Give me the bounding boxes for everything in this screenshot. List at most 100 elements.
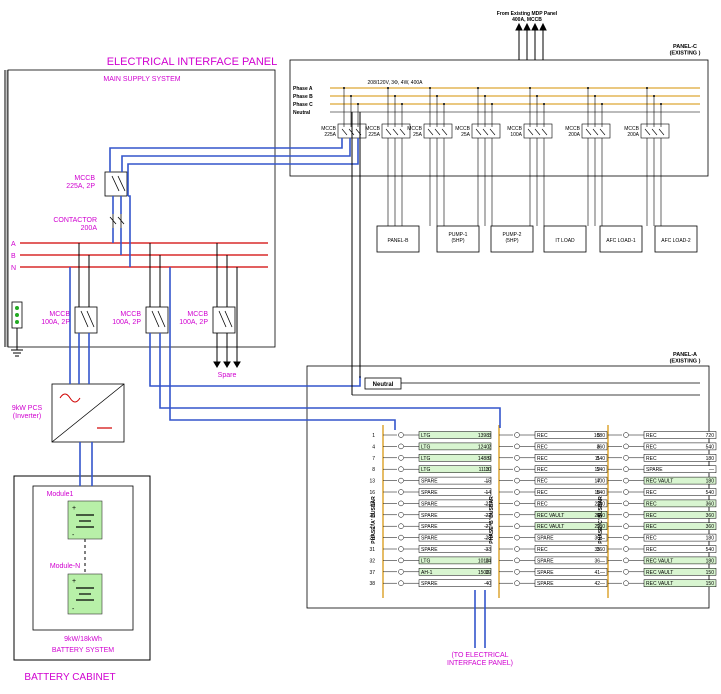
neutral-label: Neutral [293,110,311,116]
circuit-name: AH-1 [421,570,433,576]
panel-c-load-3: PUMP-2(5HP) [477,138,534,253]
circuit-number: 25 [369,524,375,530]
circuit-name: LTG [421,467,430,473]
circuit-number: 24 [594,513,600,519]
panel-a-circuit: 8 LTG 1113 [372,465,492,473]
circuit-value: — [484,479,489,485]
circuit-number: 21 [485,501,491,507]
circuit-name: REC VAULT [537,524,564,530]
panel-c-load-label: AFC LOAD-2 [661,238,691,244]
circuit-value: — [484,547,489,553]
circuit-name: REC [646,456,657,462]
panel-a-box [306,365,710,609]
circuit-name: SPARE [421,513,438,519]
circuit-value: 360 [706,513,715,519]
circuit-number: 41 [594,570,600,576]
circuit-value: 540 [706,547,715,553]
circuit-name: REC [537,547,548,553]
circuit-value: 360 [597,444,606,450]
circuit-name: SPARE [421,547,438,553]
battery-module-1: +- [67,500,103,540]
panel-c-load-label: AFC LOAD-1 [606,238,636,244]
circuit-number: 19 [369,501,375,507]
circuit-name: REC VAULT [646,570,673,576]
circuit-name: REC [537,490,548,496]
circuit-name: SPARE [421,536,438,542]
circuit-value: — [484,536,489,542]
circuit-value: 360 [706,501,715,507]
phase-b-label: Phase B [293,94,313,100]
panel-c-load-6: AFC LOAD-2 [646,138,698,253]
ac-interconnect-wiring [69,138,501,648]
module1-label: Module1 [47,491,74,498]
circuit-value: 1010 [478,558,489,564]
panel-c-busbars: Phase A Phase B Phase C Neutral [293,86,700,116]
circuit-number: 18 [594,490,600,496]
circuit-value: 1488 [478,456,489,462]
circuit-value: 1113 [479,467,490,473]
circuit-value: 1080 [594,433,605,439]
circuit-number: 5 [597,433,600,439]
interface-panel-title: ELECTRICAL INTERFACE PANEL [107,56,278,68]
circuit-number: 27 [485,524,491,530]
bus-label-a: A [11,241,16,248]
circuit-number: 8 [372,467,375,473]
circuit-name: REC [537,456,548,462]
circuit-value: 1398 [478,433,489,439]
circuit-name: REC VAULT [646,581,673,587]
circuit-name: LTG [421,444,430,450]
panel-c-rating: 208/120V, 3Φ, 4W, 400A [368,80,424,86]
circuit-value: — [600,581,605,587]
circuit-value: — [484,513,489,519]
circuit-value: 180 [706,558,715,564]
main-supply-label: MAIN SUPPLY SYSTEM [103,76,180,83]
circuit-number: 1 [372,433,375,439]
circuit-name: LTG [421,456,430,462]
panel-c-load-2: PUMP-1(5HP) [429,138,480,253]
circuit-number: 4 [372,444,375,450]
bus-label-n: N [11,265,16,272]
circuit-name: REC [646,524,657,530]
circuit-name: SPARE [537,581,554,587]
circuit-name: REC [646,444,657,450]
moduleN-label: Module-N [50,563,80,570]
circuit-name: REC [537,467,548,473]
panel-c-load-label: IT LOAD [555,238,575,244]
circuit-name: REC [537,501,548,507]
panel-a-title: PANEL-A(EXISTING ) [670,352,701,364]
circuit-number: 42 [594,581,600,587]
neutral-wiring [351,112,361,395]
circuit-value: 1240 [478,444,489,450]
circuit-value: 540 [597,467,606,473]
circuit-value: 540 [706,444,715,450]
